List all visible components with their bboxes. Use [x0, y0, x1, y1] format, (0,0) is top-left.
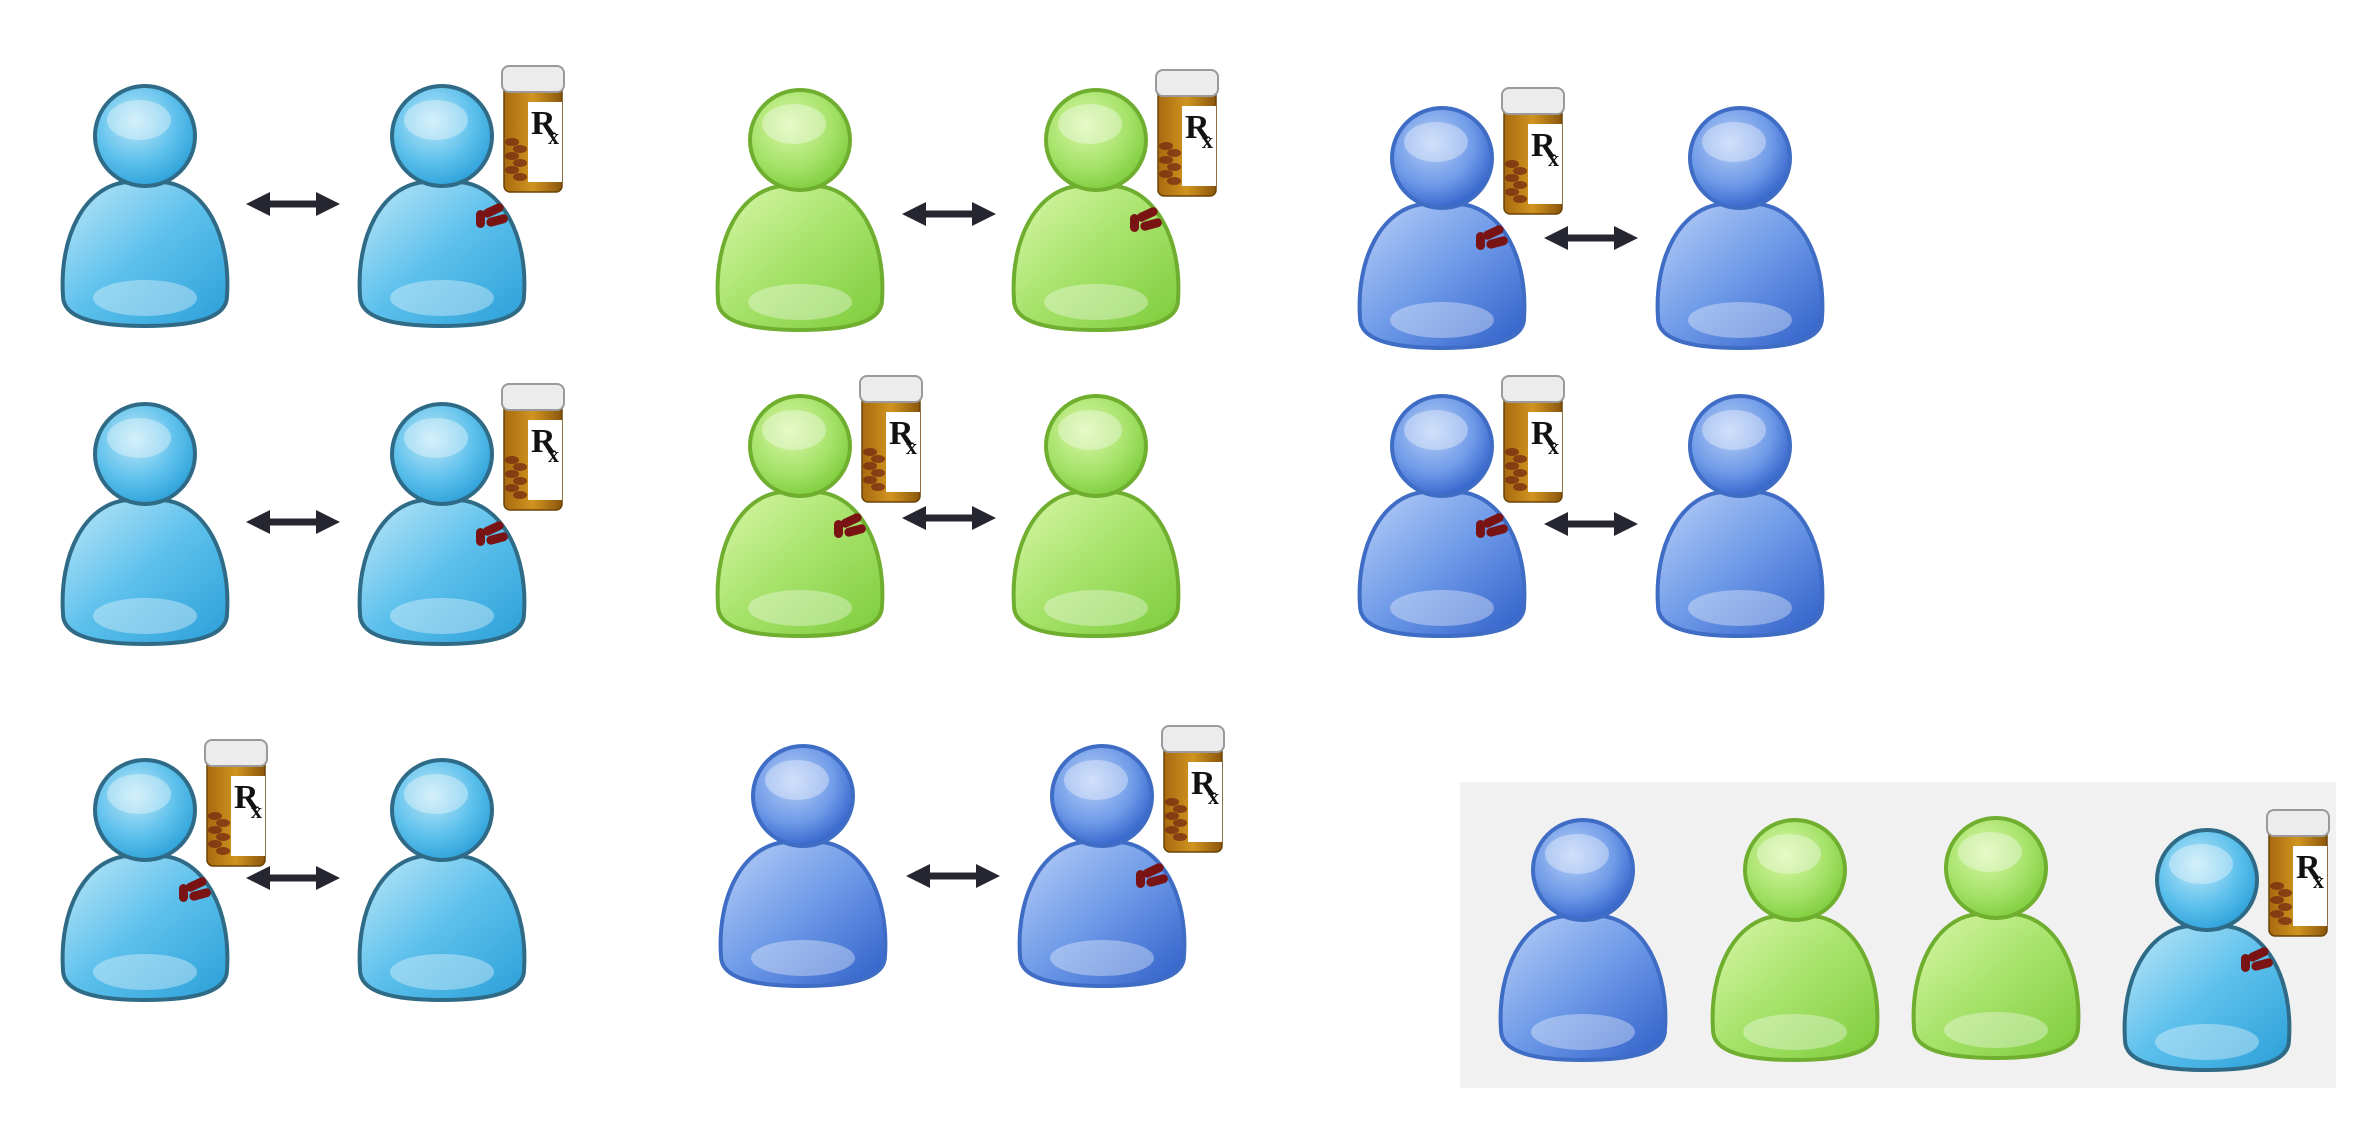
rx-symbol-r: R	[234, 779, 259, 816]
person-head	[2155, 828, 2259, 932]
rx-bottle-icon: Rx	[1155, 69, 1219, 197]
rx-bottle-icon: Rx	[501, 65, 565, 193]
person-icon: Rx	[1357, 87, 1565, 351]
rx-symbol-x: x	[251, 798, 262, 823]
rx-symbol-r: R	[1531, 415, 1556, 452]
double-arrow-icon	[246, 192, 340, 216]
group-person-icon: Rx	[2122, 809, 2330, 1073]
rx-symbol-x: x	[1548, 146, 1559, 171]
person-head	[1743, 818, 1847, 922]
person-head	[93, 758, 197, 862]
person-body	[60, 498, 230, 647]
rx-symbol-r: R	[1531, 127, 1556, 164]
person-icon: Rx	[60, 739, 268, 1003]
person-body	[60, 180, 230, 329]
rx-symbol-x: x	[548, 124, 559, 149]
person-head	[1044, 88, 1148, 192]
person-head	[390, 84, 494, 188]
pills-icon	[179, 877, 211, 902]
person-head	[93, 84, 197, 188]
rx-symbol-r: R	[889, 415, 914, 452]
pills-icon	[1130, 207, 1162, 232]
group-person-icon	[1911, 816, 2081, 1061]
person-body	[1498, 914, 1668, 1063]
person-head	[1944, 816, 2048, 920]
rx-symbol-x: x	[906, 434, 917, 459]
rx-bottle-icon: Rx	[1501, 87, 1565, 215]
person-icon	[357, 758, 527, 1003]
double-arrow-icon	[1544, 226, 1638, 250]
person-head	[1688, 394, 1792, 498]
person-icon	[1655, 106, 1825, 351]
double-arrow-icon	[902, 202, 996, 226]
rx-bottle-icon: Rx	[1501, 375, 1565, 503]
person-icon	[60, 402, 230, 647]
person-head	[1044, 394, 1148, 498]
person-icon: Rx	[1357, 375, 1565, 639]
pills-icon	[1476, 513, 1508, 538]
person-body	[357, 854, 527, 1003]
person-head	[390, 402, 494, 506]
person-body	[1655, 202, 1825, 351]
person-icon: Rx	[1017, 725, 1225, 989]
rx-symbol-x: x	[548, 442, 559, 467]
person-head	[1390, 394, 1494, 498]
person-icon	[715, 88, 885, 333]
group-person-icon	[1710, 818, 1880, 1063]
person-icon	[718, 744, 888, 989]
rx-symbol-r: R	[1191, 765, 1216, 802]
person-head	[1390, 106, 1494, 210]
person-icon: Rx	[715, 375, 923, 639]
rx-symbol-r: R	[1185, 109, 1210, 146]
group-person-icon	[1498, 818, 1668, 1063]
person-icon	[60, 84, 230, 329]
person-head	[748, 394, 852, 498]
double-arrow-icon	[1544, 512, 1638, 536]
rx-bottle-icon: Rx	[859, 375, 923, 503]
person-head	[390, 758, 494, 862]
rx-symbol-x: x	[1548, 434, 1559, 459]
person-icon: Rx	[1011, 69, 1219, 333]
person-head	[751, 744, 855, 848]
rx-bottle-icon: Rx	[2266, 809, 2330, 937]
pills-icon	[1476, 225, 1508, 250]
rx-symbol-x: x	[1208, 784, 1219, 809]
double-arrow-icon	[906, 864, 1000, 888]
pills-icon	[1136, 863, 1168, 888]
pills-icon	[476, 203, 508, 228]
rx-bottle-icon: Rx	[1161, 725, 1225, 853]
pills-icon	[476, 521, 508, 546]
person-body	[1710, 914, 1880, 1063]
rx-symbol-r: R	[2296, 849, 2321, 886]
pills-icon	[2241, 947, 2273, 972]
rx-symbol-r: R	[531, 105, 556, 142]
rx-bottle-icon: Rx	[501, 383, 565, 511]
person-head	[1050, 744, 1154, 848]
rx-symbol-r: R	[531, 423, 556, 460]
person-icon	[1655, 394, 1825, 639]
person-head	[93, 402, 197, 506]
person-body	[1911, 912, 2081, 1061]
person-icon: Rx	[357, 65, 565, 329]
double-arrow-icon	[246, 866, 340, 890]
person-head	[1688, 106, 1792, 210]
person-body	[1655, 490, 1825, 639]
double-arrow-icon	[246, 510, 340, 534]
person-body	[1011, 490, 1181, 639]
rx-bottle-icon: Rx	[204, 739, 268, 867]
person-body	[718, 840, 888, 989]
rx-symbol-x: x	[1202, 128, 1213, 153]
double-arrow-icon	[902, 506, 996, 530]
pills-icon	[834, 513, 866, 538]
person-icon: Rx	[357, 383, 565, 647]
person-icon	[1011, 394, 1181, 639]
rx-symbol-x: x	[2313, 868, 2324, 893]
person-head	[1531, 818, 1635, 922]
person-head	[748, 88, 852, 192]
person-body	[715, 184, 885, 333]
